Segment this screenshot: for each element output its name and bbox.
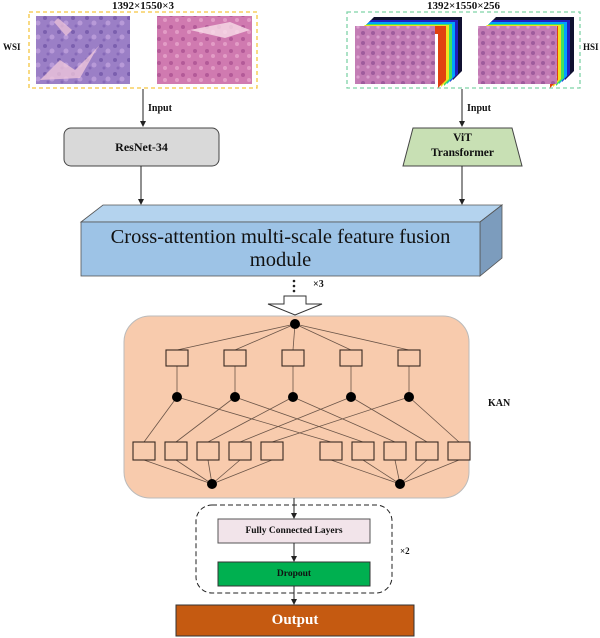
kan-edge-lowleft-bottom-1 [175, 459, 213, 485]
hsi-cube-1 [355, 17, 462, 88]
kan-middle-node-0 [172, 392, 182, 402]
repeat-dot-3 [292, 289, 296, 293]
kan-lower-right-box-0 [319, 441, 343, 461]
fusion-label-line1: Cross-attention multi-scale feature fusi… [110, 226, 451, 248]
kan-edge-mid-lowleft-0 [143, 396, 178, 443]
kan-edge-top-upper-4 [294, 323, 410, 351]
vit-label-line1: ViT [453, 132, 472, 144]
kan-lower-left-box-3 [228, 441, 252, 461]
kan-edge-lowleft-bottom-0 [143, 459, 213, 485]
wsi-input-label: Input [148, 103, 172, 114]
wsi-image-2-stroma [190, 22, 250, 38]
fc-label: Fully Connected Layers [245, 526, 343, 536]
kan-middle-node-2 [288, 392, 298, 402]
head-repeat-label: ×2 [400, 546, 410, 556]
kan-bottom-node-right [395, 479, 405, 489]
hsi-label: HSI [583, 42, 599, 52]
hollow-down-arrow [267, 295, 323, 316]
kan-lower-right-box-2 [383, 441, 407, 461]
wsi-dimensions: 1392×1550×3 [111, 0, 175, 12]
kan-container [123, 315, 470, 499]
wsi-frame [28, 11, 258, 89]
repeat-dot-2 [292, 284, 296, 288]
kan-middle-node-1 [230, 392, 240, 402]
kan-middle-node-3 [346, 392, 356, 402]
fusion-top-face [79, 204, 504, 223]
kan-edge-top-upper-1 [234, 323, 296, 351]
kan-edge-lowleft-bottom-4 [211, 459, 273, 485]
kan-top-node [290, 319, 300, 329]
kan-lower-left-box-0 [132, 441, 156, 461]
kan-lower-right-box-4 [447, 441, 471, 461]
kan-edge-top-upper-0 [176, 323, 296, 351]
hsi-dimensions: 1392×1550×256 [426, 0, 501, 12]
kan-edge-mid-lowright-2 [292, 396, 396, 443]
kan-edge-mid-lowright-0 [176, 396, 332, 443]
kan-edge-mid-lowright-4 [408, 396, 460, 443]
dropout-box [217, 561, 371, 587]
fusion-front-face [80, 221, 481, 277]
kan-edge-lowleft-bottom-3 [211, 459, 241, 485]
output-label: Output [271, 612, 319, 628]
hsi-cube-2 [478, 17, 574, 88]
hsi-input-label: Input [467, 103, 491, 114]
kan-upper-box-3 [339, 349, 363, 367]
fusion-label: Cross-attention multi-scale feature fusi… [81, 226, 480, 272]
kan-lower-left-box-2 [196, 441, 220, 461]
kan-lower-left-box-4 [260, 441, 284, 461]
kan-network [132, 319, 471, 489]
kan-edge-top-upper-3 [294, 323, 352, 351]
kan-edge-mid-lowright-3 [350, 396, 428, 443]
repeat-frame [195, 504, 393, 594]
kan-upper-box-2 [281, 349, 305, 367]
kan-label: KAN [488, 398, 511, 409]
vit-box [402, 127, 523, 167]
kan-lower-left-box-1 [164, 441, 188, 461]
kan-bottom-node-left [207, 479, 217, 489]
kan-edge-lowright-bottom-0 [330, 459, 401, 485]
vit-label-line2: Transformer [430, 147, 494, 159]
kan-upper-box-0 [165, 349, 189, 367]
repeat-dot-1 [292, 279, 296, 283]
kan-edge-mid-lowleft-3 [239, 396, 352, 443]
output-box [175, 604, 415, 637]
kan-edge-lowright-bottom-4 [399, 459, 460, 485]
kan-edge-mid-lowleft-4 [271, 396, 410, 443]
kan-edge-lowright-bottom-3 [399, 459, 428, 485]
fusion-label-line2: module [249, 249, 312, 271]
kan-middle-node-4 [404, 392, 414, 402]
vit-label: ViT Transformer [403, 131, 522, 161]
kan-edge-lowright-bottom-1 [362, 459, 401, 485]
kan-lower-right-box-3 [415, 441, 439, 461]
wsi-label: WSI [3, 42, 21, 52]
dropout-label: Dropout [276, 569, 312, 579]
kan-edge-mid-lowleft-1 [175, 396, 236, 443]
kan-upper-box-1 [223, 349, 247, 367]
kan-edge-mid-lowleft-2 [207, 396, 294, 443]
kan-lower-right-box-1 [351, 441, 375, 461]
fc-box [217, 518, 371, 544]
resnet-label: ResNet-34 [115, 139, 168, 154]
kan-edge-mid-lowright-1 [234, 396, 364, 443]
fusion-repeat-label: ×3 [313, 279, 324, 290]
wsi-image-1-stroma-2 [54, 18, 72, 36]
wsi-image-1-stroma [40, 45, 100, 80]
kan-upper-box-4 [397, 349, 421, 367]
